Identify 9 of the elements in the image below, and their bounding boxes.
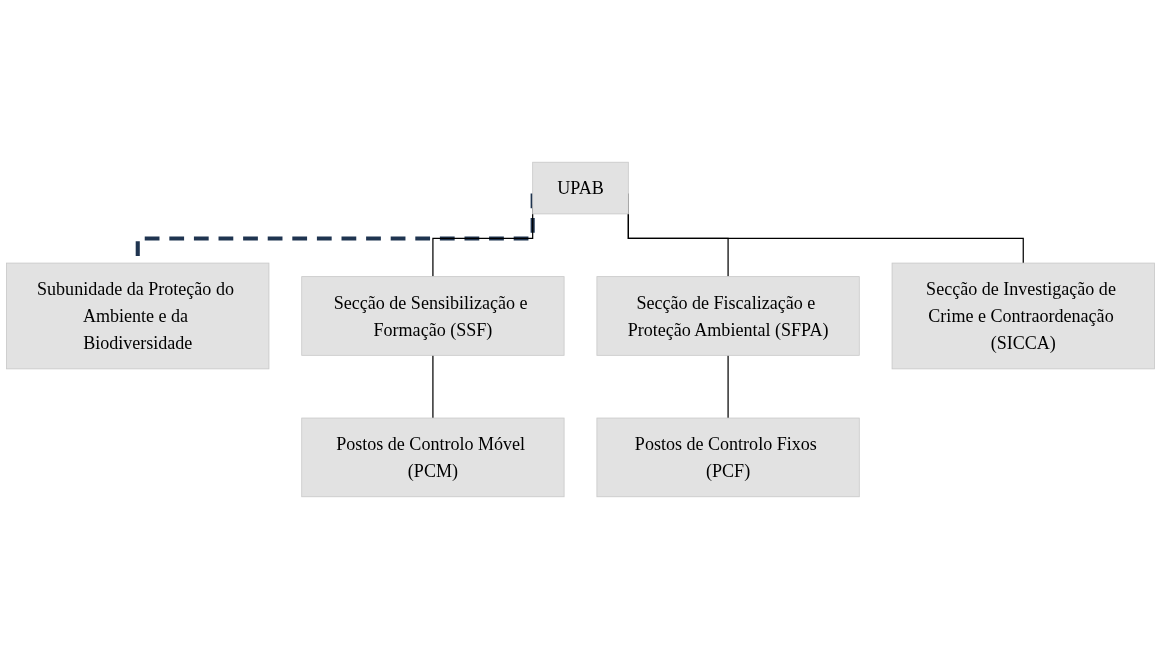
node-box: Secção de Fiscalização e Proteção Ambiental (SFPA) [596, 276, 860, 356]
node-box: Postos de Controlo Fixos (PCF) [596, 417, 860, 498]
node-box: Secção de Sensibilização e Formação (SSF) [301, 276, 565, 356]
node-box: UPAB [532, 161, 629, 215]
connector [432, 354, 434, 419]
connector [727, 354, 729, 419]
node-box: Subunidade da Proteção do Ambiente e da Biodiversidade [6, 262, 270, 370]
node-box: Postos de Controlo Móvel (PCM) [301, 417, 565, 498]
node-box: Secção de Investigação de Crime e Contraordenação (SICCA) [891, 262, 1155, 370]
